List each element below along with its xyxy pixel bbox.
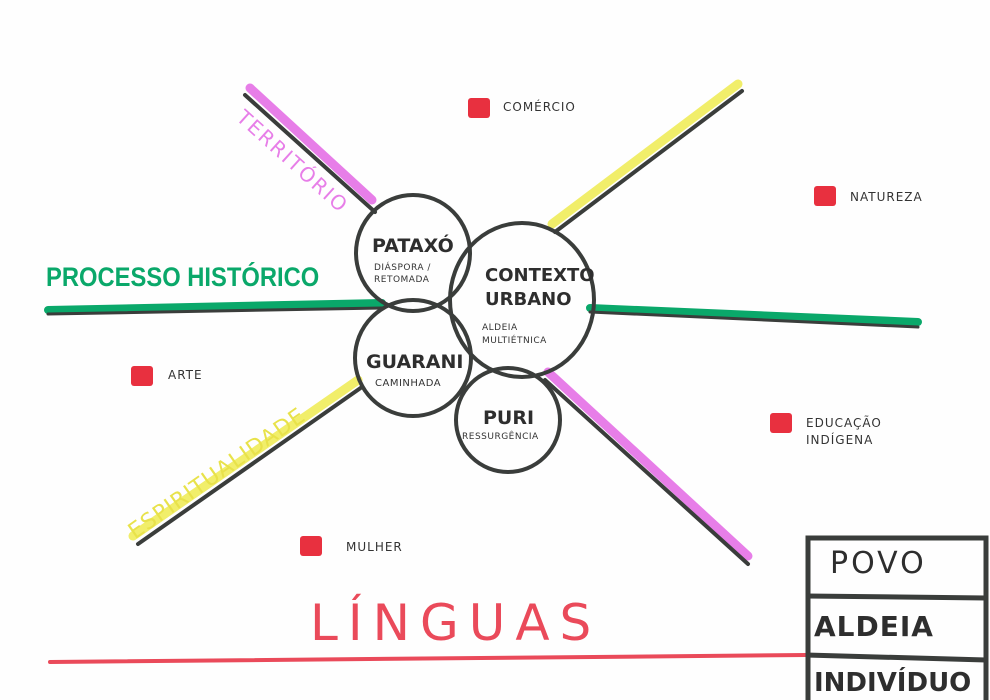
guarani-subtitle: CAMINHADA <box>375 378 442 389</box>
legend-povo: POVO <box>830 546 927 581</box>
tag-marker-mulher <box>300 536 322 556</box>
pataxo-subtitle: DIÁSPORA / RETOMADA <box>374 263 431 285</box>
right-axis <box>588 310 920 329</box>
espiritualidade-highlight <box>128 375 363 541</box>
tag-marker-comercio <box>468 98 490 118</box>
contexto-urbano-subtitle: ALDEIA MULTIÉTNICA <box>482 323 547 346</box>
circle-pataxo <box>354 193 472 313</box>
upper-right-highlight <box>547 79 743 229</box>
legend-box <box>805 535 989 700</box>
tag-natureza: NATUREZA <box>850 190 923 204</box>
legend-individuo: INDIVÍDUO <box>814 668 972 698</box>
lower-right-axis <box>543 378 750 566</box>
circle-contexto-urbano <box>448 221 596 379</box>
tag-arte: ARTE <box>168 368 203 382</box>
tag-marker-educacao <box>770 413 792 433</box>
puri-title: PURI <box>483 407 535 429</box>
territorio-axis <box>243 93 377 214</box>
processo-historico-label: PROCESSO HISTÓRICO <box>46 262 320 292</box>
linguas-axis <box>48 653 808 664</box>
legend-aldeia: ALDEIA <box>814 610 934 643</box>
linguas-label: LÍNGUAS <box>310 594 602 652</box>
circle-puri <box>454 366 562 474</box>
espiritualidade-axis <box>136 385 364 546</box>
tag-educacao: EDUCAÇÃO INDÍGENA <box>806 416 882 447</box>
tag-marker-natureza <box>814 186 836 206</box>
tag-comercio: COMÉRCIO <box>503 100 576 114</box>
guarani-title: GUARANI <box>366 351 464 373</box>
lower-right-highlight <box>543 367 753 561</box>
circle-guarani <box>353 298 473 418</box>
puri-subtitle: RESSURGÊNCIA <box>462 432 539 442</box>
upper-right-axis <box>553 89 744 234</box>
pataxo-title: PATAXÓ <box>372 235 454 257</box>
processo-axis <box>46 306 384 316</box>
tag-marker-arte <box>131 366 153 386</box>
tag-mulher: MULHER <box>346 540 403 554</box>
right-highlight <box>586 304 922 326</box>
processo-highlight <box>44 299 386 314</box>
contexto-urbano-title: CONTEXTO URBANO <box>485 265 595 310</box>
territorio-highlight <box>245 83 377 205</box>
